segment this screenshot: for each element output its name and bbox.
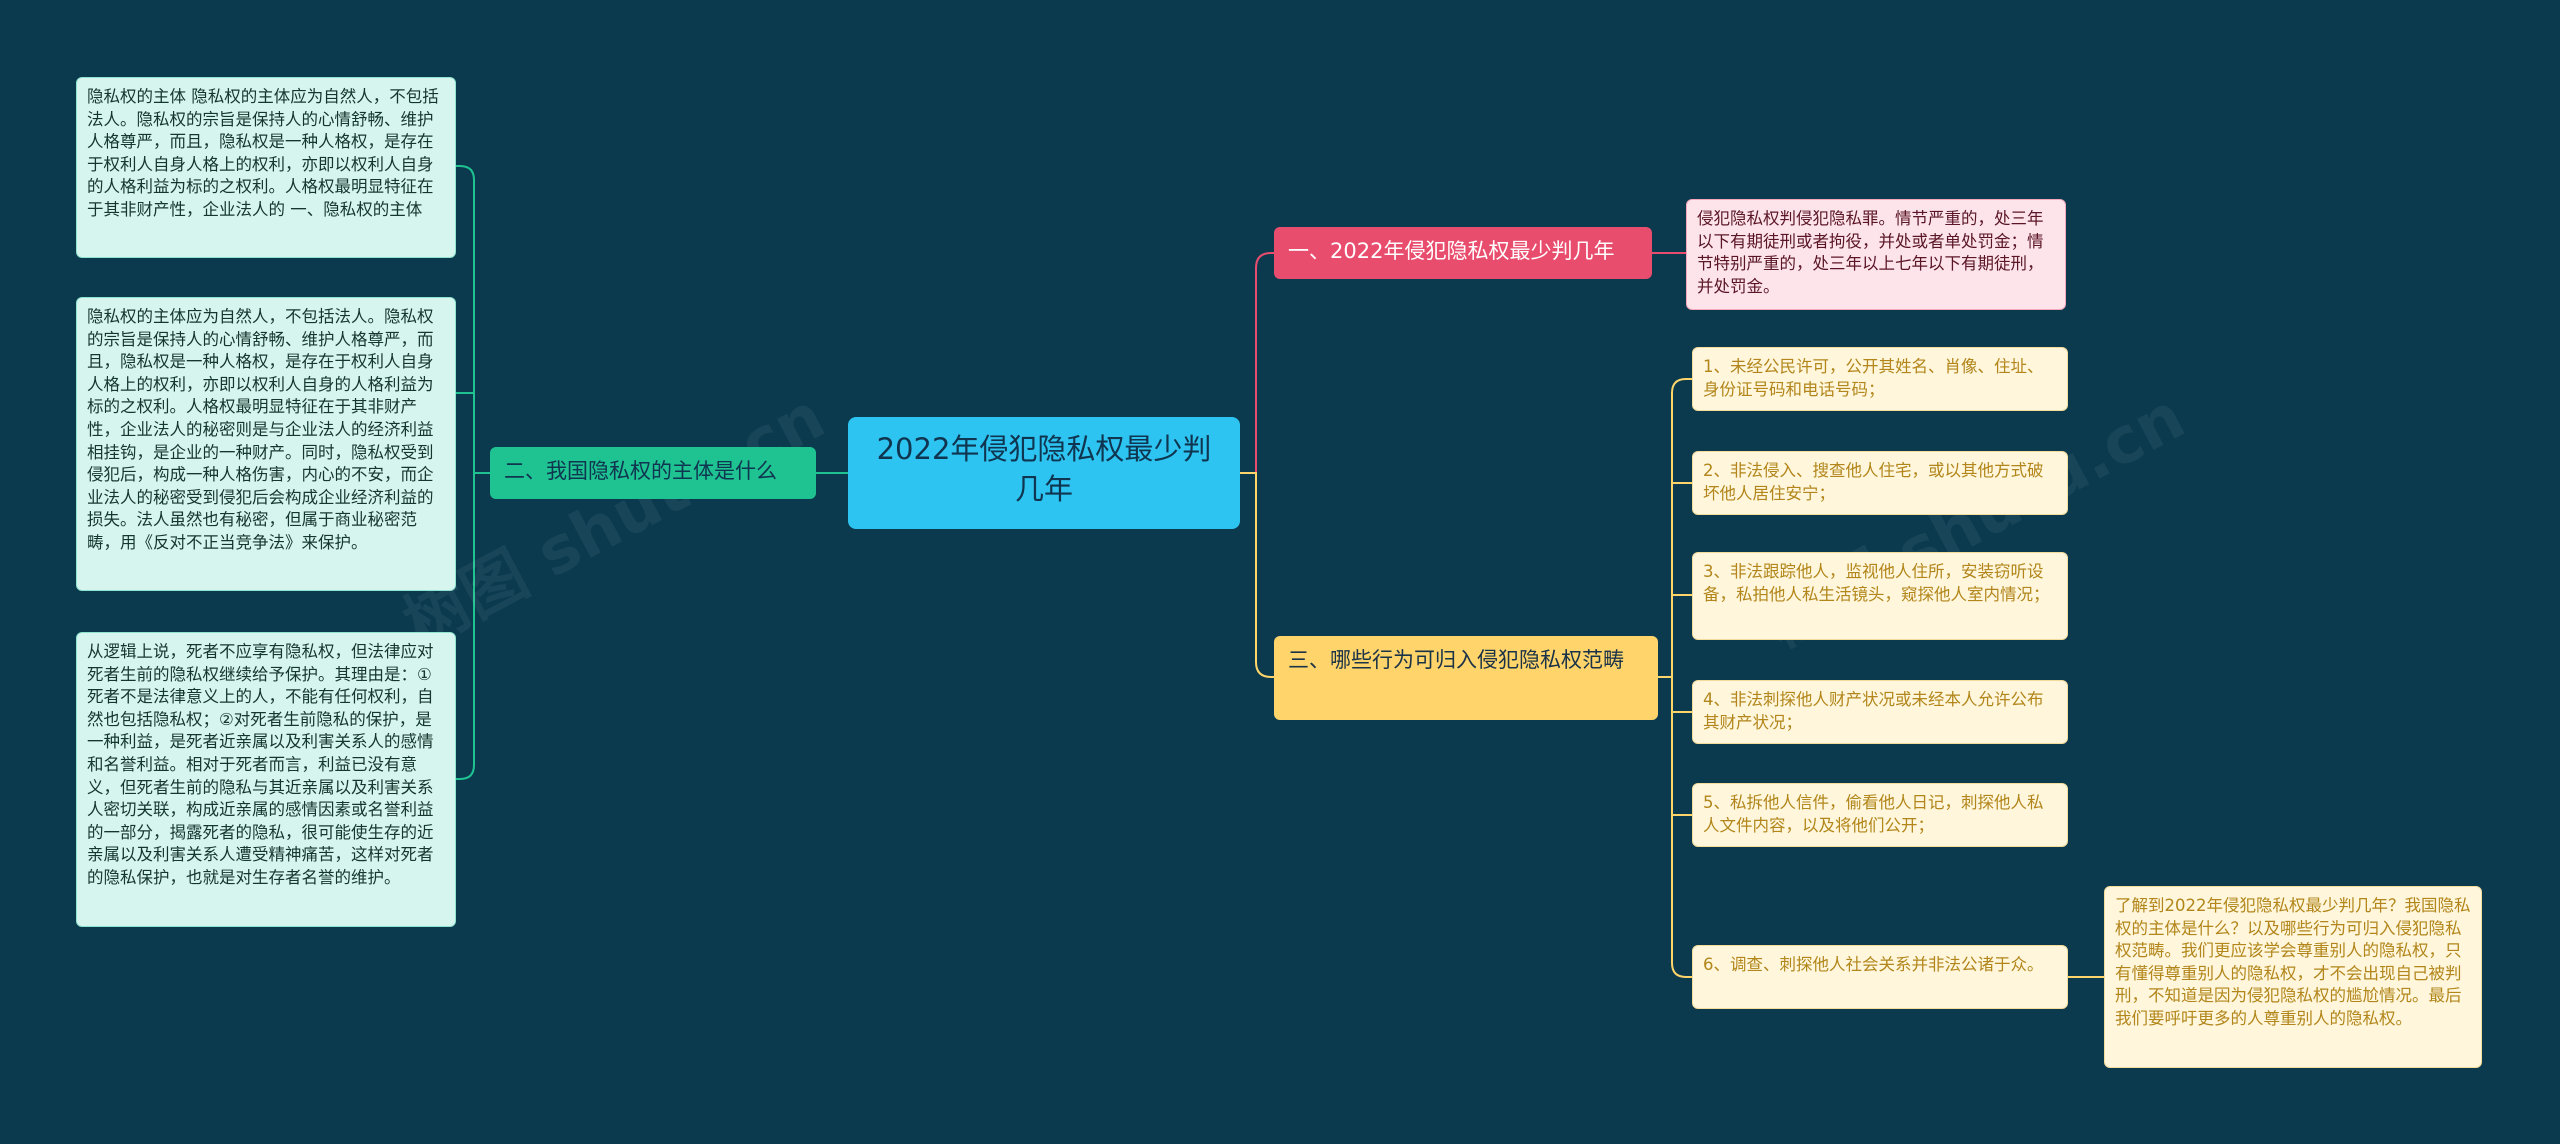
leaf-act-2[interactable]: 2、非法侵入、搜查他人住宅，或以其他方式破坏他人居住安宁； xyxy=(1692,451,2068,515)
leaf-penalty-detail[interactable]: 侵犯隐私权判侵犯隐私罪。情节严重的，处三年以下有期徒刑或者拘役，并处或者单处罚金… xyxy=(1686,199,2066,310)
branch-privacy-subject[interactable]: 二、我国隐私权的主体是什么 xyxy=(490,447,816,499)
leaf-act-5[interactable]: 5、私拆他人信件，偷看他人日记，刺探他人私人文件内容，以及将他们公开； xyxy=(1692,783,2068,847)
leaf-act-4[interactable]: 4、非法刺探他人财产状况或未经本人允许公布其财产状况； xyxy=(1692,680,2068,744)
leaf-act-3[interactable]: 3、非法跟踪他人，监视他人住所，安装窃听设备，私拍他人私生活镜头，窥探他人室内情… xyxy=(1692,552,2068,640)
connector-center-b3 xyxy=(1240,472,1274,678)
branch-infringing-acts[interactable]: 三、哪些行为可归入侵犯隐私权范畴 xyxy=(1274,636,1658,720)
leaf-act-6[interactable]: 6、调查、刺探他人社会关系并非法公诸于众。 xyxy=(1692,945,2068,1009)
connector-center-b1 xyxy=(1240,252,1274,474)
central-topic[interactable]: 2022年侵犯隐私权最少判几年 xyxy=(848,417,1240,529)
branch-penalty-duration[interactable]: 一、2022年侵犯隐私权最少判几年 xyxy=(1274,227,1652,279)
leaf-summary[interactable]: 了解到2022年侵犯隐私权最少判几年？我国隐私权的主体是什么？以及哪些行为可归入… xyxy=(2104,886,2482,1068)
connector-b3-leaves xyxy=(1658,378,1692,978)
leaf-privacy-subject-2[interactable]: 隐私权的主体应为自然人，不包括法人。隐私权的宗旨是保持人的心情舒畅、维护人格尊严… xyxy=(76,297,456,591)
leaf-privacy-subject-1[interactable]: 隐私权的主体 隐私权的主体应为自然人，不包括法人。隐私权的宗旨是保持人的心情舒畅… xyxy=(76,77,456,258)
leaf-privacy-subject-3[interactable]: 从逻辑上说，死者不应享有隐私权，但法律应对死者生前的隐私权继续给予保护。其理由是… xyxy=(76,632,456,927)
connector-b2-leaves xyxy=(455,165,490,780)
leaf-act-1[interactable]: 1、未经公民许可，公开其姓名、肖像、住址、身份证号码和电话号码； xyxy=(1692,347,2068,411)
